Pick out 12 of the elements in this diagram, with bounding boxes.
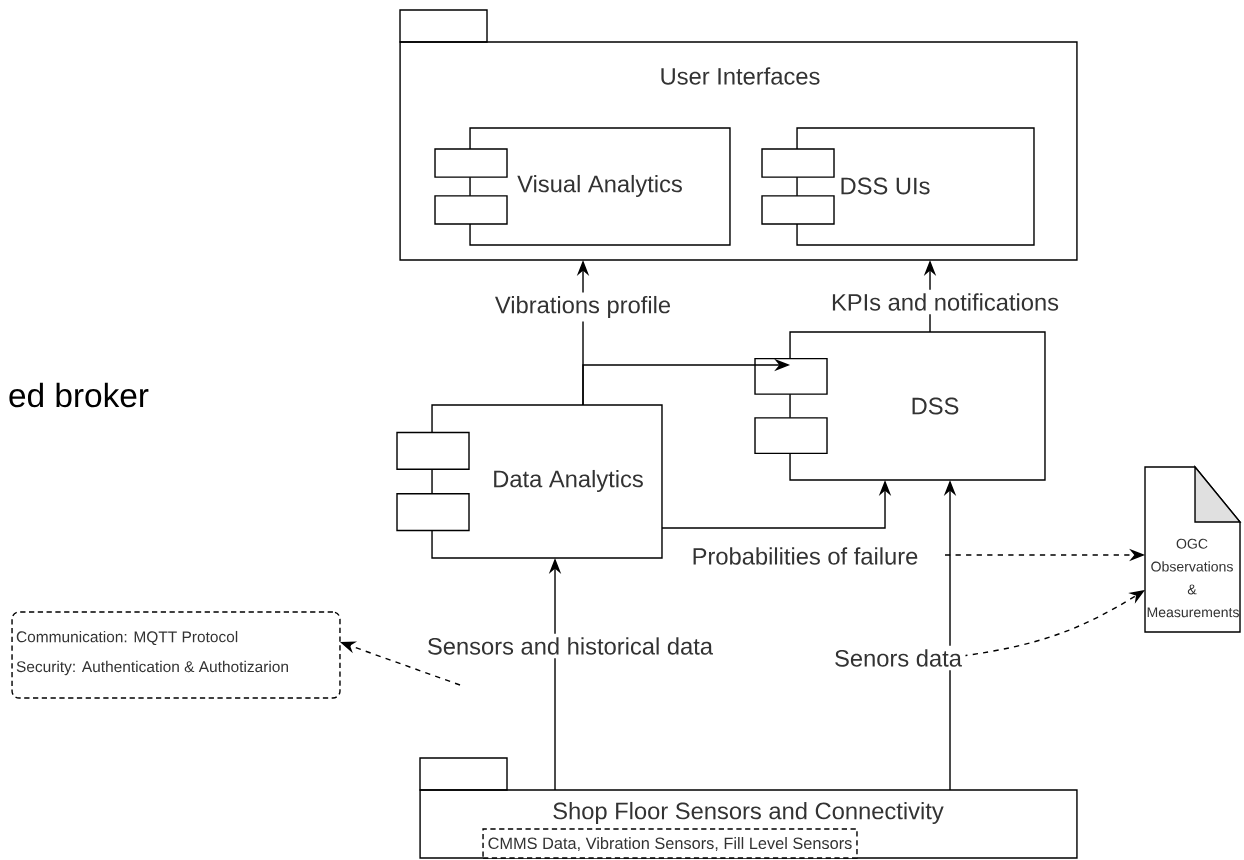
- component-box: DSS: [754, 331, 1046, 481]
- component-box: Visual Analytics: [434, 127, 731, 246]
- note-box: Communication: MQTT Protocol Security: Authentication & Authotizarion: [11, 611, 341, 699]
- component-box: DSS UIs: [761, 127, 1035, 246]
- edge-label: KPIs and notifications: [827, 289, 1063, 315]
- edge-label: Sensors and historical data: [423, 633, 717, 659]
- text-fragment: ed broker: [9, 382, 149, 408]
- component-box: Data Analytics: [396, 404, 663, 559]
- edge-label: Probabilities of failure: [688, 543, 922, 569]
- edge-label: Vibrations profile: [491, 292, 675, 322]
- edge-label: Senors data: [830, 645, 966, 671]
- dashed-box: CMMS Data, Vibration Sensors, Fill Level Sensors: [482, 828, 858, 859]
